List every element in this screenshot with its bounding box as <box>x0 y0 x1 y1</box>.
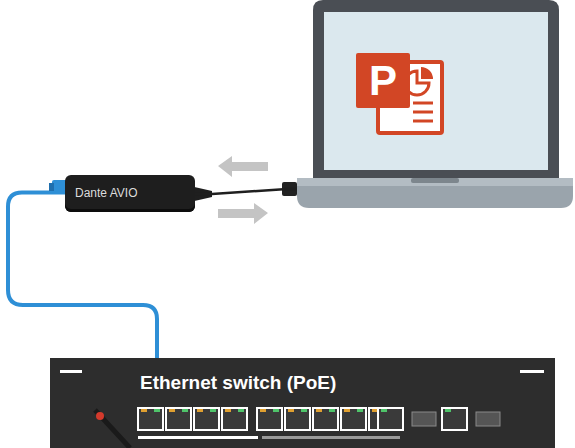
port-led <box>169 409 175 412</box>
switch-panel <box>50 358 555 448</box>
laptop: P <box>297 0 573 208</box>
trim-bar <box>60 370 82 373</box>
ethernet-switch: Ethernet switch (PoE) <box>50 358 555 448</box>
port-led <box>301 409 307 412</box>
port-led <box>357 409 363 412</box>
port-led <box>197 409 203 412</box>
uplink-port <box>442 408 467 430</box>
port-led <box>329 409 335 412</box>
arrow-to-adapter <box>218 156 268 177</box>
text-line <box>413 102 433 105</box>
laptop-screen <box>324 12 548 170</box>
port-led <box>225 409 231 412</box>
usb-cable <box>195 189 297 194</box>
laptop-drawing <box>297 0 573 208</box>
laptop-lid <box>313 0 559 178</box>
port-led <box>316 409 322 412</box>
dante-avio-adapter: Dante AVIO <box>65 175 195 212</box>
laptop-base <box>297 178 573 208</box>
port-group-bar <box>138 436 258 439</box>
port-led <box>238 409 244 412</box>
uplink-port <box>378 408 403 430</box>
ethernet-port <box>194 408 219 430</box>
power-led <box>96 412 104 420</box>
text-line <box>413 111 433 114</box>
app-logo-letter: P <box>356 53 410 108</box>
arrow-to-laptop <box>218 203 268 224</box>
rj45-clip <box>49 183 54 191</box>
port-led <box>288 409 294 412</box>
port-led <box>273 409 279 412</box>
trim-bar <box>520 370 544 373</box>
sfp-slot <box>412 412 436 426</box>
ethernet-port <box>313 408 338 430</box>
laptop-notch <box>411 178 459 183</box>
device-label: Dante AVIO <box>75 175 137 212</box>
ethernet-cable <box>8 193 157 359</box>
sfp-slot <box>476 412 500 426</box>
ethernet-port <box>222 408 247 430</box>
port-led <box>381 409 387 412</box>
port-led <box>260 409 266 412</box>
port-led <box>344 409 350 412</box>
ethernet-port <box>257 408 282 430</box>
device-label: Ethernet switch (PoE) <box>140 372 336 394</box>
ethernet-port <box>341 408 366 430</box>
ethernet-port <box>138 408 163 430</box>
ethernet-port <box>166 408 191 430</box>
usb-cable <box>195 189 297 194</box>
text-line <box>413 120 433 123</box>
ethernet-cable <box>8 193 157 359</box>
port-led <box>154 409 160 412</box>
port-led <box>141 409 147 412</box>
pie-slice <box>421 67 433 79</box>
powerpoint-square <box>356 53 410 108</box>
panel-groove <box>95 410 130 448</box>
port-led <box>445 409 451 412</box>
port-group-bar <box>262 436 400 439</box>
laptop-deck <box>297 178 573 186</box>
port-led <box>182 409 188 412</box>
port-led <box>210 409 216 412</box>
ethernet-port <box>285 408 310 430</box>
